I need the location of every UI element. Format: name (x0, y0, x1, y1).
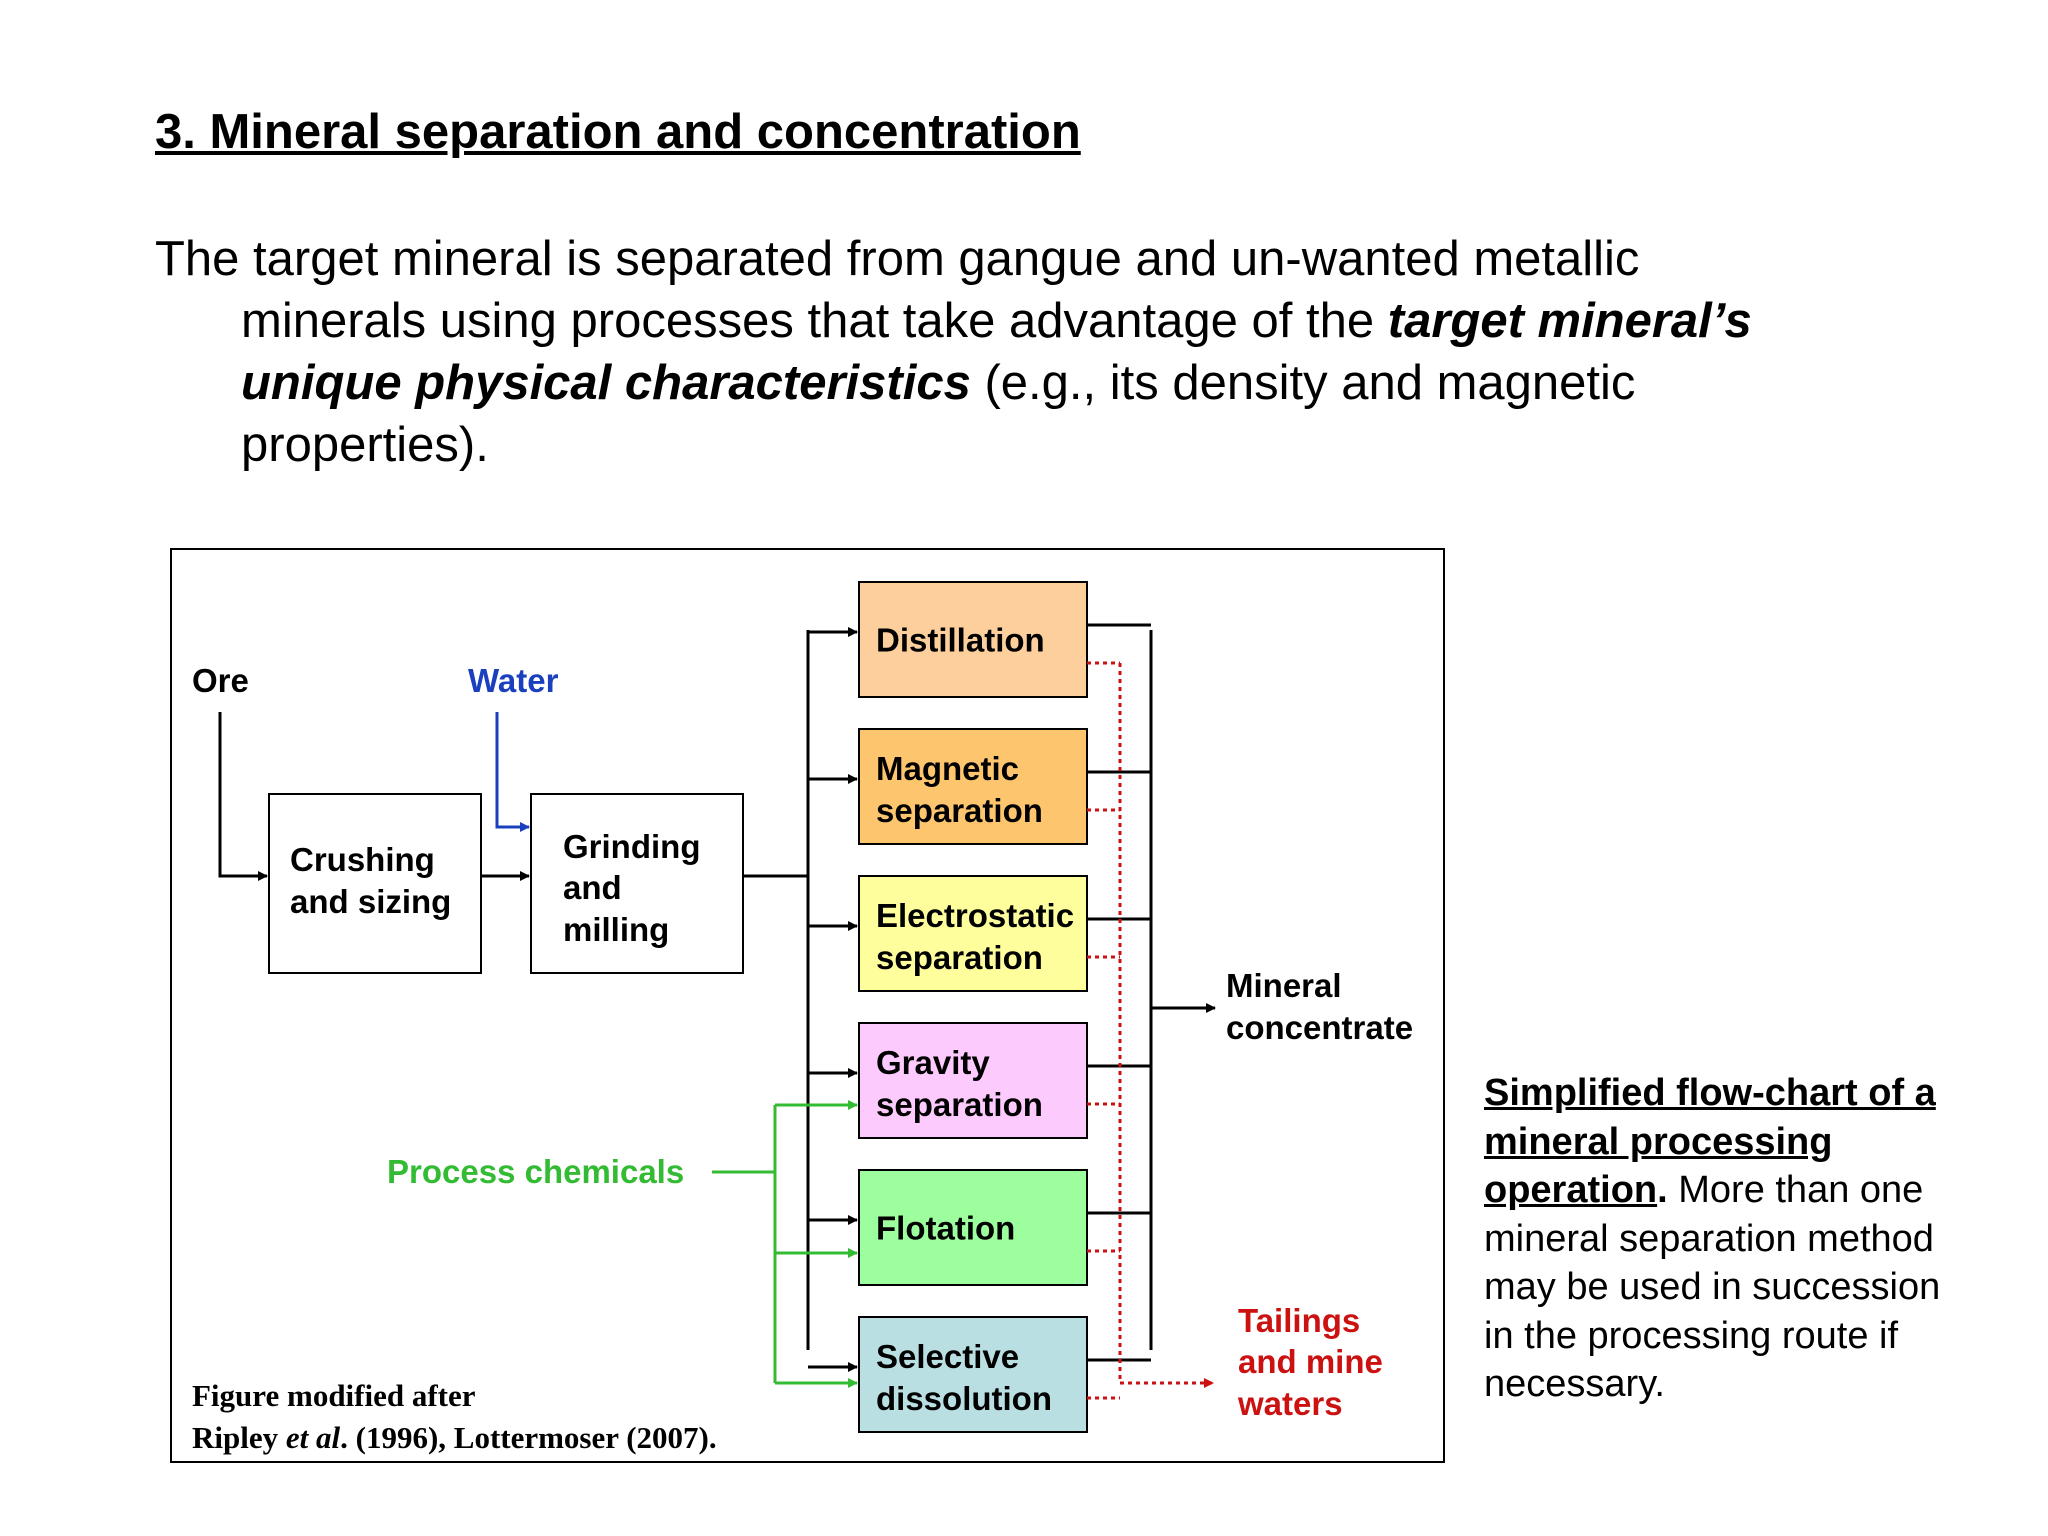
process-label: Electrostatic (876, 897, 1074, 934)
process-box-rect (858, 1022, 1088, 1139)
intro-line-1: The target mineral is separated from gan… (155, 232, 1640, 286)
tailings-label-1: Tailings (1238, 1302, 1360, 1339)
process-box-rect (858, 581, 1088, 698)
water-label: Water (468, 662, 559, 699)
process-box-magnetic-separation: Magnetic separation (858, 728, 1088, 845)
citation-line-1: Figure modified after (192, 1378, 476, 1413)
process-label: Gravity (876, 1044, 990, 1081)
process-label: Magnetic (876, 750, 1019, 787)
intro-line-3-text: (e.g., its density and magnetic (970, 356, 1636, 410)
process-label: separation (876, 1086, 1043, 1123)
caption-body: More than one mineral separation method … (1484, 1169, 1941, 1405)
grinding-label-1: Grinding (563, 828, 700, 865)
intro-line-2: minerals using processes that take advan… (155, 290, 1915, 352)
intro-line-3: unique physical characteristics (e.g., i… (155, 352, 1915, 414)
intro-emphasis-2: unique physical characteristics (241, 356, 971, 410)
caption-title-end: . (1657, 1169, 1668, 1211)
process-box-distillation: Distillation (858, 581, 1088, 698)
concentrate-label-2: concentrate (1226, 1009, 1413, 1046)
slide-title: 3. Mineral separation and concentration (155, 105, 1081, 159)
process-box-rect (858, 1316, 1088, 1433)
citation-line-2-c: . (1996), Lottermoser (2007). (340, 1420, 716, 1455)
tailings-label-2: and mine (1238, 1343, 1383, 1380)
process-label: Distillation (876, 622, 1045, 659)
grinding-box: Grinding and milling (530, 793, 744, 974)
process-label: separation (876, 792, 1043, 829)
ore-label: Ore (192, 662, 249, 699)
crushing-label-1: Crushing (290, 841, 435, 878)
concentrate-label-1: Mineral (1226, 967, 1342, 1004)
intro-line-2-text: minerals using processes that take advan… (241, 294, 1388, 348)
intro-emphasis-1: target mineral’s (1387, 294, 1752, 348)
process-box-selective-dissolution: Selective dissolution (858, 1316, 1088, 1433)
process-boxes: DistillationMagneticseparationElectrosta… (808, 581, 1151, 1433)
process-box-electrostatic-separation: Electrostatic separation (858, 875, 1088, 992)
process-chemicals-label: Process chemicals (387, 1153, 684, 1190)
process-label: Flotation (876, 1210, 1015, 1247)
process-box-flotation: Flotation (858, 1169, 1088, 1286)
grinding-label-3: milling (563, 911, 669, 948)
citation-line-2-b: et al (286, 1420, 341, 1455)
process-box-rect (858, 875, 1088, 992)
grinding-label-2: and (563, 869, 622, 906)
process-label: separation (876, 939, 1043, 976)
process-label: Selective (876, 1338, 1019, 1375)
process-box-gravity-separation: Gravity separation (858, 1022, 1088, 1139)
crushing-label-2: and sizing (290, 883, 451, 920)
process-label: dissolution (876, 1380, 1052, 1417)
water-arrow (495, 712, 530, 832)
tailings-label-3: waters (1237, 1385, 1343, 1422)
figure-caption: Simplified flow-chart of a mineral proce… (1484, 1069, 1944, 1409)
crushing-box: Crushing and sizing (268, 793, 482, 974)
intro-paragraph: The target mineral is separated from gan… (155, 228, 1915, 476)
intro-line-4: properties). (241, 418, 489, 472)
citation-line-2-a: Ripley (192, 1420, 286, 1455)
ore-arrow (218, 712, 268, 881)
process-box-rect (858, 1169, 1088, 1286)
citation-line-2: Ripley et al. (1996), Lottermoser (2007)… (192, 1420, 717, 1455)
process-box-rect (858, 728, 1088, 845)
caption-title: Simplified flow-chart of a mineral proce… (1484, 1072, 1936, 1211)
